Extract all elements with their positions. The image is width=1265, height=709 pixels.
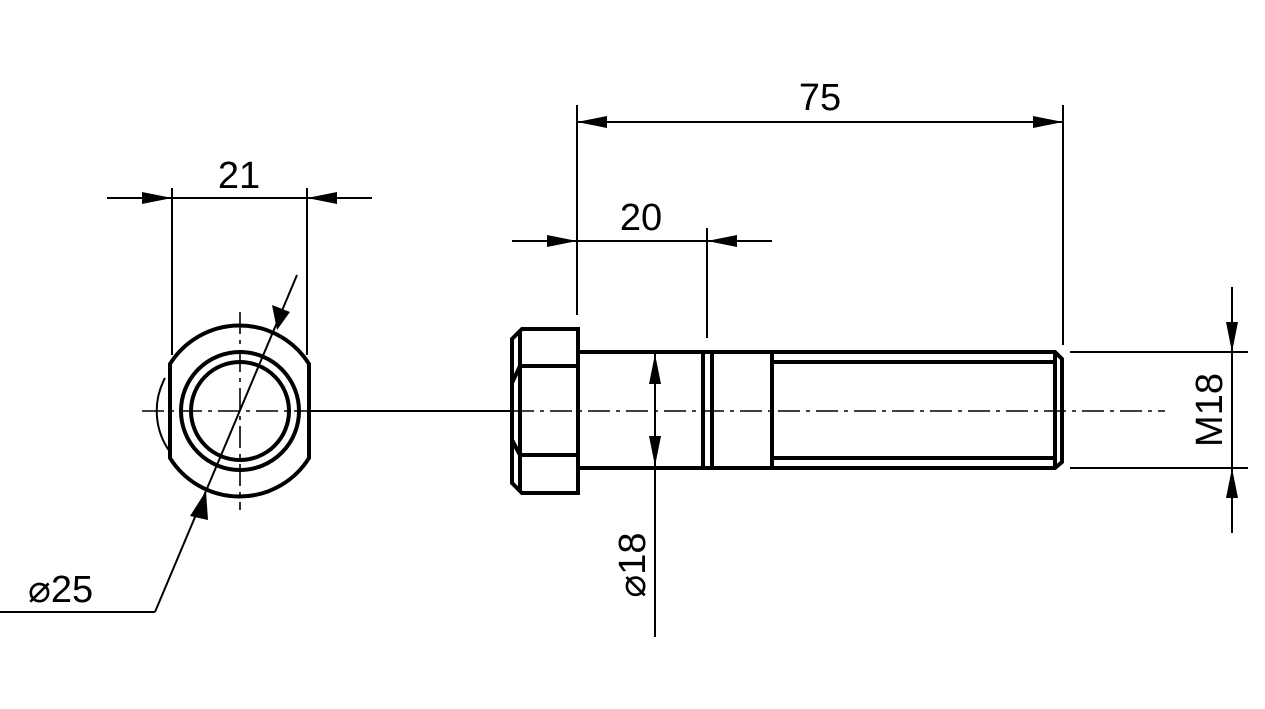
arrowhead	[307, 192, 337, 204]
dim-total-length: 75	[799, 77, 841, 119]
bolt-end-view: ⌀25 21	[0, 155, 372, 613]
arrowhead	[649, 436, 661, 466]
arrowhead	[1226, 468, 1238, 498]
thread-arc	[155, 377, 171, 453]
arrowhead	[547, 235, 577, 247]
arrowhead	[1033, 116, 1063, 128]
arrowhead	[707, 235, 737, 247]
diameter-leader	[154, 274, 298, 613]
bolt-side-view: 75 20 ⌀18 M18	[310, 77, 1248, 637]
bolt-head	[510, 327, 580, 495]
head-outline	[168, 323, 311, 499]
arrowhead	[1226, 322, 1238, 352]
bolt-shank	[578, 350, 1064, 470]
hex-curve	[510, 365, 522, 456]
dim-shank-diameter: ⌀18	[612, 532, 654, 597]
arrowhead	[142, 192, 172, 204]
arrowhead	[190, 491, 208, 520]
dim-head-width: 21	[218, 155, 260, 197]
arrowhead	[649, 354, 661, 384]
arrowhead	[272, 305, 290, 330]
arrowhead	[577, 116, 607, 128]
dim-head-diameter: ⌀25	[28, 569, 93, 611]
dim-thread: M18	[1189, 373, 1231, 447]
dim-shank-length: 20	[620, 197, 662, 239]
